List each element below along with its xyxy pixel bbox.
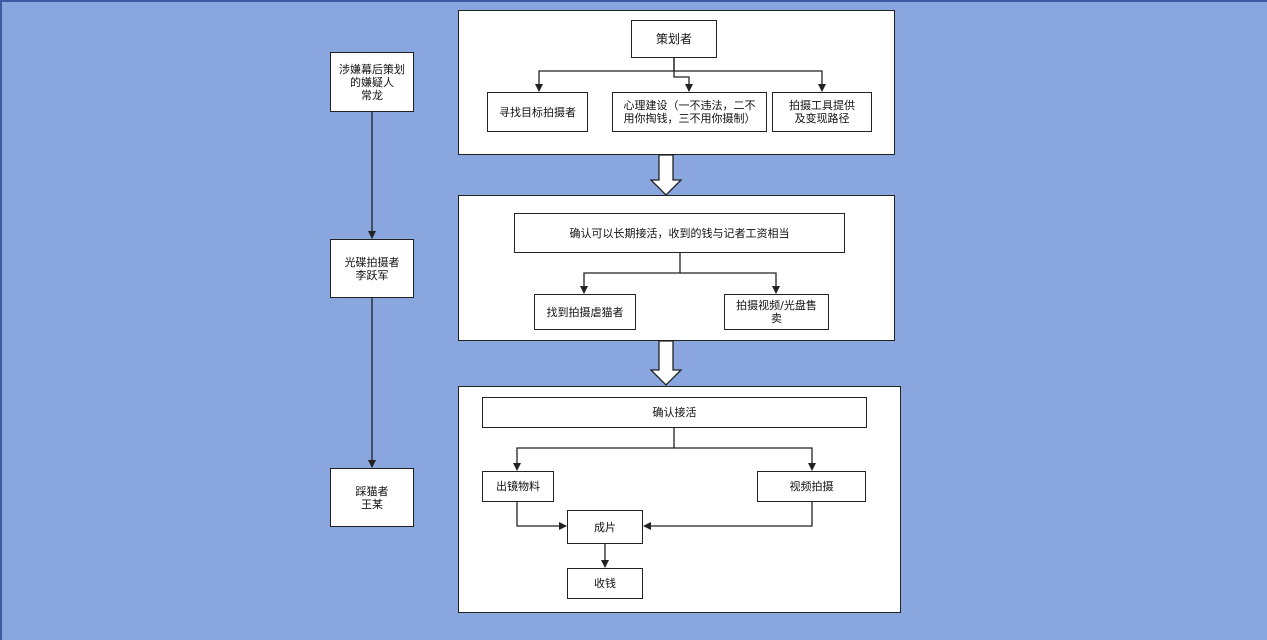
big-arrow-2 xyxy=(649,340,683,386)
stage3-video-box: 视频拍摄 xyxy=(757,471,866,502)
stage3-payment-box: 收钱 xyxy=(567,568,643,599)
person-planner-box: 涉嫌幕后策划 的嫌疑人 常龙 xyxy=(330,52,414,112)
person-abuser-box: 踩猫者 王某 xyxy=(330,468,414,527)
stage1-tools-box: 拍摄工具提供 及变现路径 xyxy=(772,92,872,132)
stage3-product-box: 成片 xyxy=(567,510,643,544)
stage1-find-target-box: 寻找目标拍摄者 xyxy=(487,92,588,132)
stage1-psych-box: 心理建设（一不违法，二不 用你掏钱，三不用你摄制） xyxy=(612,92,767,132)
big-arrow-1 xyxy=(649,154,683,196)
stage2-confirm-box: 确认可以长期接活，收到的钱与记者工资相当 xyxy=(514,213,845,253)
stage3-materials-box: 出镜物料 xyxy=(482,471,554,502)
stage2-film-sell-box: 拍摄视频/光盘售 卖 xyxy=(724,294,829,330)
stage1-planner-box: 策划者 xyxy=(631,20,717,58)
person-filmer-box: 光碟拍摄者 李跃军 xyxy=(330,239,414,298)
stage2-find-abuser-box: 找到拍摄虐猫者 xyxy=(534,294,636,330)
stage3-accept-box: 确认接活 xyxy=(482,397,867,428)
